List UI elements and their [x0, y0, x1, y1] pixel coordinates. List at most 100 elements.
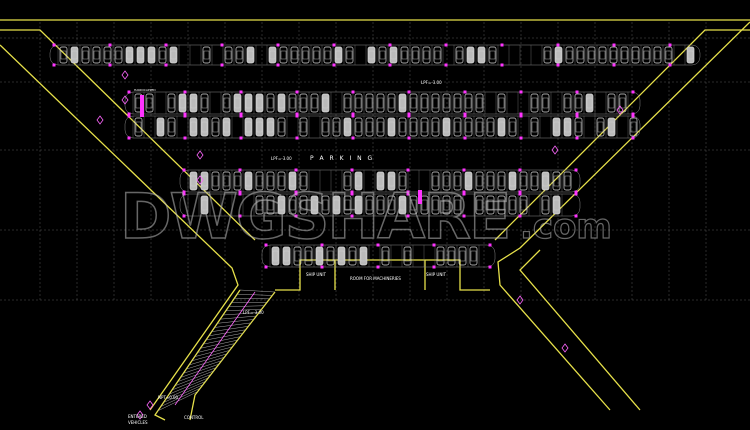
machinery-room-label: ROOM FOR MACHINERIES [350, 276, 401, 281]
parking-row [49, 44, 701, 66]
car-windshield [212, 175, 219, 187]
car [167, 93, 176, 113]
car [345, 46, 354, 64]
car [565, 46, 574, 64]
car-body [563, 117, 572, 137]
car-body [642, 46, 651, 64]
car-body [420, 117, 429, 137]
car-body [387, 93, 396, 113]
car-windshield [327, 250, 334, 262]
car-windshield [322, 97, 329, 109]
car-body [354, 93, 363, 113]
car [301, 46, 310, 64]
car-windshield [267, 121, 274, 133]
car [607, 93, 616, 113]
car [293, 246, 302, 266]
direction-arrow-icon [146, 400, 154, 410]
column [294, 192, 298, 196]
exit-road-edge [519, 249, 641, 411]
right-outer-wall [497, 21, 750, 411]
car [277, 195, 286, 215]
car-body [345, 46, 354, 64]
car-windshield [366, 199, 373, 211]
car [420, 93, 429, 113]
car-windshield [269, 50, 276, 60]
car-windshield [498, 97, 505, 109]
car-windshield [346, 50, 353, 60]
column [407, 90, 411, 94]
car [574, 93, 583, 113]
car [343, 171, 352, 191]
car-windshield [456, 50, 463, 60]
car-windshield [355, 199, 362, 211]
car-windshield [335, 50, 342, 60]
ramp-hatch-line [217, 319, 254, 324]
car [475, 117, 484, 137]
car-body [255, 171, 264, 191]
car-windshield [190, 97, 197, 109]
car-body [403, 246, 412, 266]
level-label: LPF=-3.00 [271, 156, 292, 161]
car-body [442, 117, 451, 137]
car [387, 171, 396, 191]
car-windshield [115, 50, 122, 60]
car-windshield [454, 97, 461, 109]
car-body [609, 46, 618, 64]
car [469, 246, 478, 266]
car [321, 117, 330, 137]
car [222, 171, 231, 191]
car-windshield [377, 175, 384, 187]
car-body [475, 171, 484, 191]
car [453, 195, 462, 215]
ramp-hatch-line [188, 353, 228, 366]
car-windshield [465, 97, 472, 109]
column [432, 243, 436, 247]
car-windshield [443, 97, 450, 109]
car [304, 246, 313, 266]
car-body [519, 171, 528, 191]
car [321, 195, 330, 215]
car [310, 93, 319, 113]
car-windshield [82, 50, 89, 60]
column [239, 114, 243, 118]
column [182, 168, 186, 172]
direction-arrow-icon [551, 145, 559, 155]
car-windshield [256, 121, 263, 133]
car-windshield [553, 175, 560, 187]
car-windshield [489, 50, 496, 60]
car-windshield [157, 121, 164, 133]
car-body [323, 46, 332, 64]
car-body [400, 46, 409, 64]
car-windshield [388, 97, 395, 109]
car-body [145, 93, 154, 113]
car-body [552, 195, 561, 215]
car [436, 246, 445, 266]
car [136, 46, 145, 64]
parking-label: P A R K I N G [310, 155, 374, 162]
ramp-hatch-line [225, 308, 262, 312]
car [266, 171, 275, 191]
car-windshield [478, 50, 485, 60]
car [464, 171, 473, 191]
car-windshield [377, 121, 384, 133]
car-windshield [311, 97, 318, 109]
car [530, 171, 539, 191]
column [276, 63, 280, 67]
column [407, 114, 411, 118]
car-windshield [289, 175, 296, 187]
car-body [376, 171, 385, 191]
grid-lines [0, 22, 750, 301]
parking-rows [49, 44, 701, 268]
car-windshield [434, 50, 441, 60]
car-body [563, 93, 572, 113]
column [320, 265, 324, 269]
watermark-suffix: .com [520, 207, 612, 247]
car-windshield [135, 121, 142, 133]
car [288, 195, 297, 215]
car-body [530, 117, 539, 137]
car-windshield [399, 175, 406, 187]
car-body [398, 93, 407, 113]
car [497, 93, 506, 113]
car-windshield [410, 121, 417, 133]
ramp-hatch-line [237, 293, 273, 296]
